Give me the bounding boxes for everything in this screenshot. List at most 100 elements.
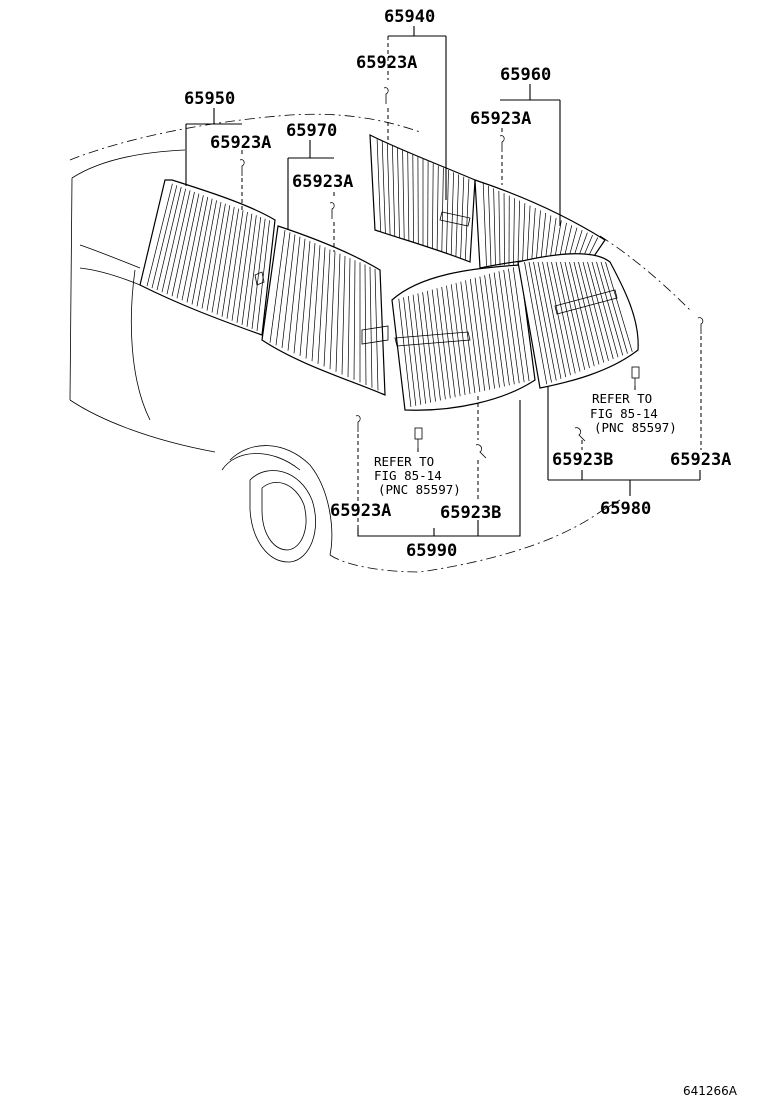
pleat-line: [469, 279, 486, 391]
clip-icon: [329, 202, 335, 219]
pleat-line: [376, 139, 382, 232]
pleat-line: [460, 176, 465, 258]
sunshade-65970: [261, 225, 389, 396]
pleat-line: [427, 290, 441, 401]
pleat-line: [488, 185, 492, 266]
sunshade-65940: [369, 134, 476, 263]
pleat-line: [493, 188, 496, 266]
pleat-line: [422, 292, 436, 402]
pleat-line: [436, 165, 439, 251]
pleat-line: [596, 261, 624, 356]
pleat-line: [513, 198, 515, 265]
pleat-line: [555, 261, 581, 372]
leader-lines: [185, 26, 702, 537]
sunshade-65960: [474, 179, 606, 269]
clip-icon: [574, 427, 586, 442]
pleat-line: [569, 261, 595, 367]
pleat-line: [226, 210, 244, 319]
pleat-line: [221, 208, 240, 317]
pleat-line: [578, 261, 605, 363]
pleats-65990: [398, 267, 530, 407]
clip-icon: [383, 87, 389, 104]
pleat-line: [498, 190, 501, 266]
pleat-line: [524, 261, 548, 385]
sunshade-65950: [139, 179, 276, 336]
pleat-line: [464, 178, 470, 260]
pleat-line: [171, 191, 195, 297]
pleat-line: [412, 154, 414, 243]
pleat-line: [493, 272, 510, 386]
pleat-line: [161, 188, 187, 293]
clips: [239, 87, 704, 459]
label-65990: 65990: [406, 541, 457, 561]
pleat-line: [156, 186, 182, 291]
pleat-line: [560, 261, 586, 370]
pleat-line: [402, 150, 405, 240]
pleat-line: [246, 216, 262, 327]
pleat-line: [441, 167, 444, 252]
pleat-line: [407, 152, 410, 241]
pleat-line: [146, 183, 173, 287]
sunshade-65990: [391, 264, 536, 411]
pleats-65950: [146, 183, 270, 331]
pleat-line: [479, 276, 495, 389]
pleat-line: [196, 200, 217, 307]
pleat-line: [347, 258, 351, 378]
pleat-line: [551, 261, 576, 374]
pleat-line: [465, 280, 481, 392]
note-left-line1: REFER TO: [374, 454, 434, 469]
pleat-line: [206, 203, 226, 311]
note-left-line3: (PNC 85597): [378, 482, 461, 497]
pleat-line: [417, 293, 431, 403]
pleat-line: [591, 261, 619, 358]
pleat-line: [535, 210, 541, 265]
pleat-line: [542, 261, 567, 378]
label-65923A-right: 65923A: [670, 450, 731, 470]
pleat-line: [341, 255, 346, 375]
label-65923B-right: 65923B: [552, 450, 613, 470]
pleat-line: [256, 220, 270, 331]
reference-note-left: REFER TO FIG 85-14 (PNC 85597): [374, 454, 461, 497]
bracket-icon: [414, 427, 423, 440]
pleat-line: [293, 238, 306, 354]
pleat-line: [201, 201, 222, 309]
pleat-line: [353, 260, 356, 380]
pleat-line: [181, 195, 204, 301]
pleat-line: [407, 296, 422, 405]
pleat-line: [392, 145, 396, 237]
pleat-line: [241, 215, 257, 325]
pleat-line: [412, 294, 427, 404]
pleats-65980: [524, 261, 633, 385]
pleat-line: [455, 282, 471, 395]
pleat-line: [236, 213, 253, 323]
pleat-line: [540, 212, 547, 264]
note-right-line1: REFER TO: [592, 391, 652, 406]
pleat-line: [537, 261, 562, 379]
pleat-line: [512, 267, 530, 382]
pleat-line: [450, 172, 454, 255]
part-labels: 65940 65923A 65960 65923A 65950 65923A 6…: [184, 7, 731, 561]
pleat-line: [431, 289, 446, 400]
pleat-line: [564, 261, 590, 369]
pleat-line: [522, 203, 526, 265]
pleat-line: [484, 275, 500, 388]
label-65923A-970: 65923A: [292, 172, 353, 192]
clip-icon: [499, 135, 505, 152]
pleat-line: [489, 273, 505, 387]
note-right-line2: FIG 85-14: [590, 406, 658, 421]
clip-icon: [475, 444, 487, 459]
pleat-line: [503, 269, 520, 384]
pleat-line: [498, 271, 515, 385]
pleat-line: [546, 261, 571, 376]
clip-icon: [239, 159, 245, 176]
pleat-line: [287, 236, 301, 351]
pleat-line: [531, 208, 536, 265]
pleat-line: [600, 261, 628, 354]
label-65950: 65950: [184, 89, 235, 109]
pleat-line: [474, 277, 491, 390]
reference-note-right: REFER TO FIG 85-14 (PNC 85597): [590, 391, 677, 435]
pleat-line: [605, 261, 633, 352]
pleat-line: [533, 261, 557, 381]
pleat-line: [151, 185, 178, 289]
pleat-line: [211, 205, 231, 313]
